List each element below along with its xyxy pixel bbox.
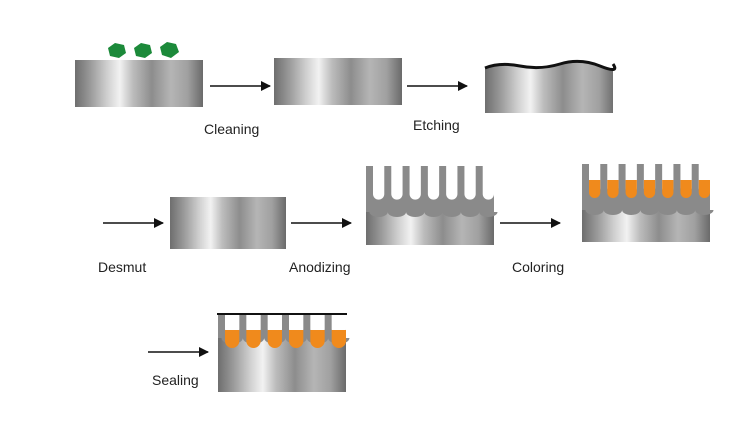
contaminant-3 <box>160 42 179 58</box>
dye-fill <box>331 330 346 349</box>
dye-fill <box>289 330 304 349</box>
label-anodizing: Anodizing <box>289 259 351 275</box>
label-desmut: Desmut <box>98 259 147 275</box>
block-cleaned <box>274 58 402 105</box>
dye-fill <box>589 180 601 198</box>
block-sealed <box>217 313 350 392</box>
label-cleaning: Cleaning <box>204 121 260 137</box>
block-anodized <box>366 166 498 245</box>
dye-fill <box>625 180 637 198</box>
block-desmut <box>170 197 286 249</box>
dye-fill <box>680 180 692 198</box>
label-sealing: Sealing <box>152 372 199 388</box>
oxide-layer <box>366 166 498 218</box>
dye-fill <box>310 330 325 348</box>
contaminant-1 <box>108 43 126 58</box>
dye-fill <box>643 180 656 199</box>
block-colored <box>582 164 714 242</box>
block-etched <box>484 59 617 113</box>
dye-fill <box>698 180 710 198</box>
dye-fill <box>246 330 261 349</box>
label-coloring: Coloring <box>512 259 565 275</box>
block-raw <box>75 42 203 107</box>
oxide-layer <box>582 164 714 216</box>
contaminant-2 <box>134 43 152 58</box>
dye-fill <box>267 330 282 349</box>
label-etching: Etching <box>413 117 460 133</box>
dye-fill <box>225 330 240 349</box>
dye-fill <box>662 180 674 198</box>
dye-fill <box>607 180 619 198</box>
